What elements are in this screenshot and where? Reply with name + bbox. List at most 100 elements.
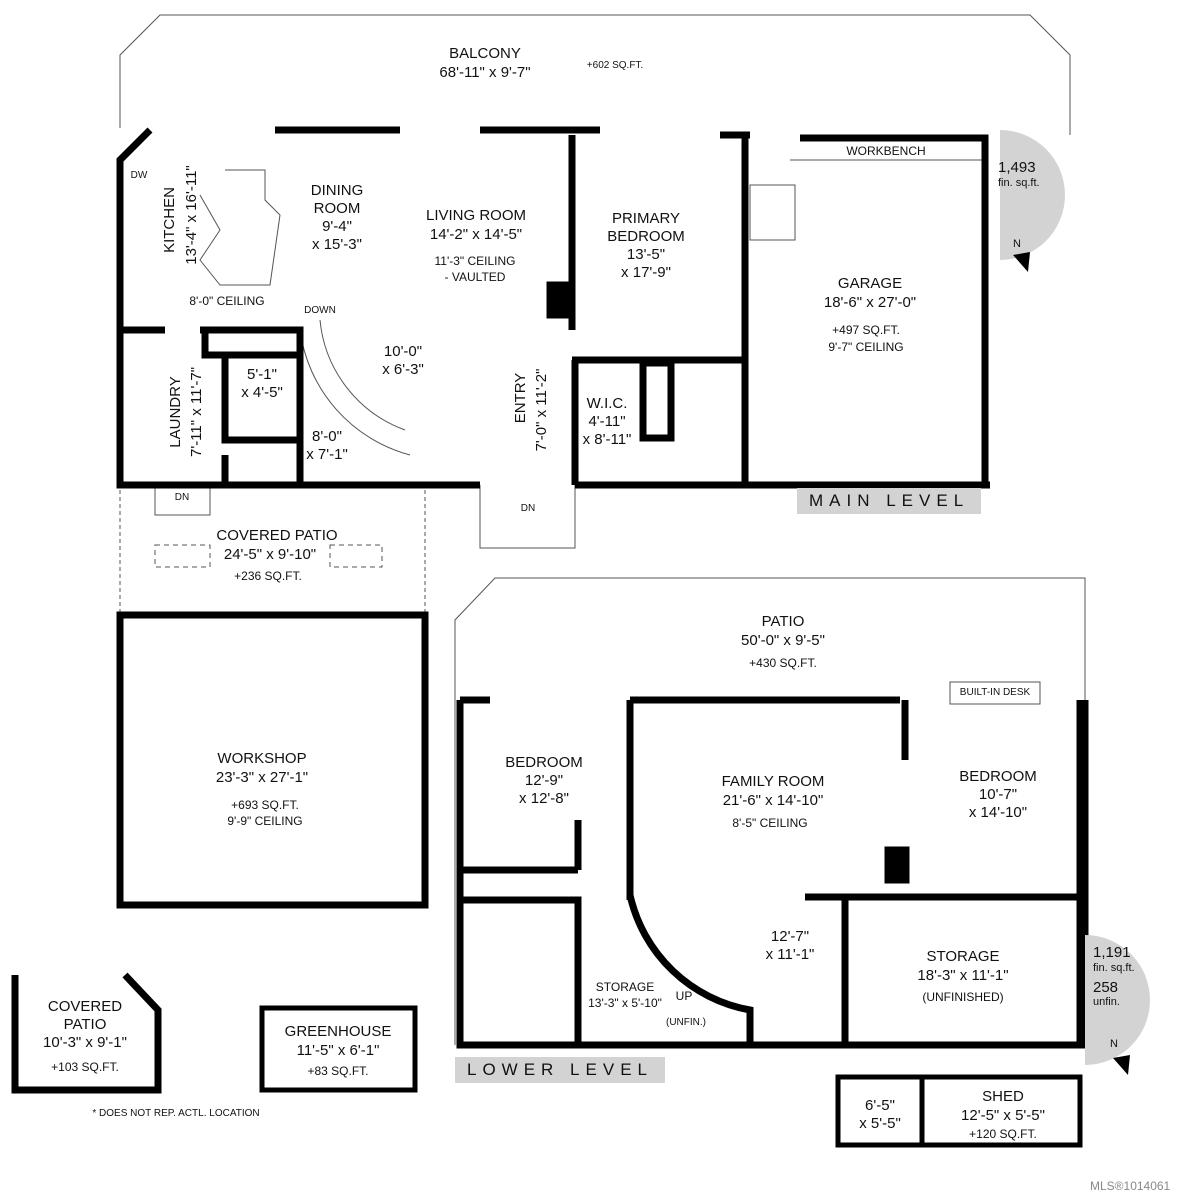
compass-main bbox=[1000, 130, 1065, 260]
balcony-name: BALCONY bbox=[449, 45, 521, 62]
covered-patio-name: COVERED PATIO bbox=[216, 527, 338, 544]
entry-name: ENTRY bbox=[512, 372, 529, 424]
family-name: FAMILY ROOM bbox=[721, 773, 825, 790]
workshop-ceiling: 9'-9" CEILING bbox=[227, 814, 303, 828]
workshop-dims: 23'-3" x 27'-1" bbox=[215, 769, 309, 786]
bedroom2-name: BEDROOM bbox=[959, 768, 1037, 785]
closet-dims-2: x 4'-5" bbox=[241, 384, 283, 401]
garage-dims: 18'-6" x 27'-0" bbox=[823, 294, 917, 311]
garage-name: GARAGE bbox=[837, 275, 903, 292]
garage-ceiling: 9'-7" CEILING bbox=[828, 340, 904, 354]
storage-large-note: (UNFINISHED) bbox=[922, 990, 1004, 1004]
workshop-wall bbox=[116, 611, 429, 909]
laundry-dims: 7'-11" x 11'-7" bbox=[188, 366, 205, 458]
storage-small-note: (UNFIN.) bbox=[666, 1017, 706, 1028]
family-ceiling: 8'-5" CEILING bbox=[732, 816, 808, 830]
stairs-dims-2: x 6'-3" bbox=[382, 361, 424, 378]
balcony-area: +602 SQ.FT. bbox=[586, 60, 644, 71]
covered-patio-area: +236 SQ.FT. bbox=[234, 569, 302, 583]
main-north-label: N bbox=[1013, 238, 1021, 250]
hall-dims-1: 12'-7" bbox=[770, 928, 810, 945]
north-arrow-icon bbox=[1013, 252, 1030, 272]
lower-unfin-unit: unfin. bbox=[1093, 996, 1120, 1009]
garage-area: +497 SQ.FT. bbox=[832, 323, 900, 337]
wic-name: W.I.C. bbox=[586, 395, 628, 412]
stairs-dims-1: 10'-0" bbox=[383, 343, 423, 360]
workbench-label: WORKBENCH bbox=[846, 144, 926, 158]
bedroom1-dims-1: 12'-9" bbox=[524, 772, 564, 789]
main-level-label: MAIN LEVEL bbox=[797, 488, 982, 514]
greenhouse-area: +83 SQ.FT. bbox=[307, 1064, 369, 1078]
patio-outline bbox=[454, 577, 1086, 1045]
patio-area: +430 SQ.FT. bbox=[749, 656, 817, 670]
bedroom2-dims-1: 10'-7" bbox=[978, 786, 1018, 803]
laundry-name: LAUNDRY bbox=[167, 376, 184, 448]
closet-dims: 5'-1"x 4'-5" bbox=[241, 366, 283, 402]
small-patio-area: +103 SQ.FT. bbox=[51, 1060, 119, 1074]
dining-name-2: ROOM bbox=[313, 200, 361, 217]
stairs-down-label: DOWN bbox=[304, 305, 336, 316]
patio-name: PATIO bbox=[761, 613, 805, 630]
stairs-dims: 10'-0"x 6'-3" bbox=[382, 343, 424, 379]
storage-large-name: STORAGE bbox=[926, 948, 1000, 965]
living-ceiling-2: - VAULTED bbox=[444, 270, 506, 284]
lower-outer-wall bbox=[456, 700, 1089, 1049]
family-dims: 21'-6" x 14'-10" bbox=[722, 792, 824, 809]
closet-dims-1: 5'-1" bbox=[247, 366, 277, 383]
greenhouse-name: GREENHOUSE bbox=[284, 1023, 392, 1040]
small-shed-dims-1: 6'-5" bbox=[865, 1097, 895, 1114]
bath-dims: 8'-0"x 7'-1" bbox=[306, 428, 348, 464]
lower-fin-unit: fin. sq.ft. bbox=[1093, 961, 1135, 974]
small-shed-dims-2: x 5'-5" bbox=[859, 1115, 901, 1132]
bath-dims-1: 8'-0" bbox=[312, 428, 342, 445]
main-fin-sqft: 1,493 bbox=[998, 159, 1036, 176]
storage-small-name: STORAGE bbox=[595, 980, 655, 994]
bedroom1-dims-2: x 12'-8" bbox=[519, 790, 569, 807]
shed-area: +120 SQ.FT. bbox=[969, 1127, 1037, 1141]
shed-wall bbox=[835, 1074, 1083, 1148]
dishwasher-label: DW bbox=[130, 170, 148, 181]
lower-fin-sqft: 1,191 bbox=[1093, 944, 1131, 961]
lower-north-label: N bbox=[1110, 1038, 1118, 1050]
balcony-outline bbox=[119, 14, 1071, 135]
primary-name-2: BEDROOM bbox=[607, 228, 685, 245]
small-patio-dims: 10'-3" x 9'-1" bbox=[43, 1034, 127, 1051]
living-dims: 14'-2" x 14'-5" bbox=[429, 226, 523, 243]
bath-dims-2: x 7'-1" bbox=[306, 446, 348, 463]
fireplace bbox=[546, 281, 576, 319]
wic-dims-1: 4'-11" bbox=[588, 413, 626, 430]
island bbox=[199, 169, 281, 286]
balcony-dims: 68'-11" x 9'-7" bbox=[439, 64, 531, 81]
greenhouse-dims: 11'-5" x 6'-1" bbox=[296, 1042, 380, 1059]
kitchen-dims: 13'-4" x 16'-11" bbox=[183, 165, 200, 265]
bedroom2-dims-2: x 14'-10" bbox=[968, 804, 1028, 821]
kitchen-name: KITCHEN bbox=[161, 187, 178, 253]
storage-small-dims: 13'-3" x 5'-10" bbox=[588, 996, 662, 1010]
main-fin-unit: fin. sq.ft. bbox=[998, 176, 1040, 189]
lower-unfin-sqft: 258 bbox=[1093, 978, 1119, 996]
built-in-desk-label: BUILT-IN DESK bbox=[959, 687, 1031, 698]
hall-dims-2: x 11'-1" bbox=[765, 946, 815, 963]
storage-large-dims: 18'-3" x 11'-1" bbox=[917, 967, 1009, 984]
mls-watermark: MLS®1014061 bbox=[1090, 1179, 1171, 1193]
dining-name-1: DINING bbox=[310, 182, 364, 199]
north-arrow-icon bbox=[1113, 1055, 1130, 1075]
lower-level-label: LOWER LEVEL bbox=[455, 1057, 665, 1083]
greenhouse-wall bbox=[259, 1005, 418, 1093]
wic-dims-2: x 8'-11" bbox=[582, 431, 632, 448]
workshop-area: +693 SQ.FT. bbox=[231, 798, 299, 812]
entry-dims: 7'-0" x 11'-2" bbox=[533, 368, 550, 452]
shed-name: SHED bbox=[982, 1088, 1024, 1105]
living-ceiling-1: 11'-3" CEILING bbox=[434, 254, 516, 268]
bedroom1-name: BEDROOM bbox=[505, 754, 583, 771]
location-note: * DOES NOT REP. ACTL. LOCATION bbox=[92, 1108, 260, 1119]
hall-dims: 12'-7"x 11'-1" bbox=[766, 928, 815, 964]
laundry-dn-label: DN bbox=[174, 492, 190, 503]
